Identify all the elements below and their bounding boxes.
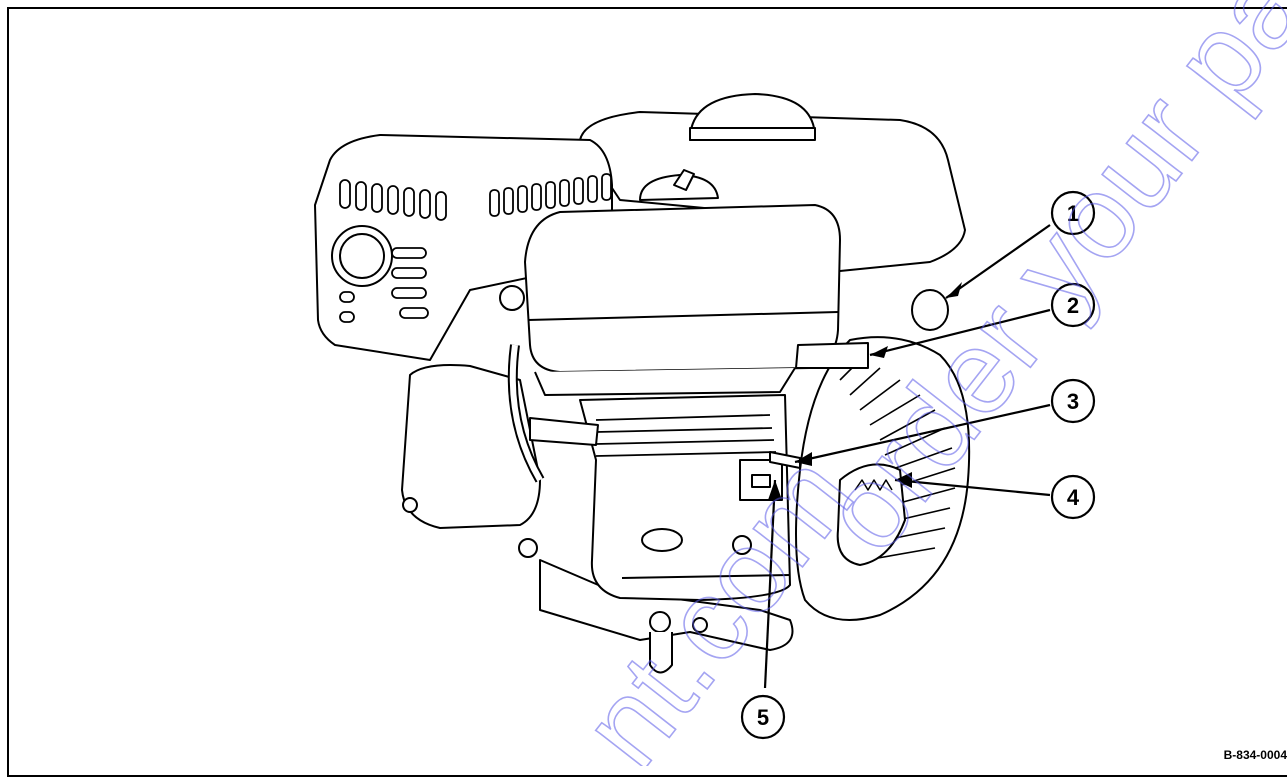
callout-3: 3 xyxy=(1050,378,1096,424)
fuel-valve-knob xyxy=(499,285,525,311)
watermark-text: order your pa xyxy=(796,0,1287,576)
leader-4 xyxy=(894,478,1051,497)
callout-1-label: 1 xyxy=(1067,201,1079,226)
callout-2: 2 xyxy=(1050,282,1096,328)
leader-2 xyxy=(869,308,1051,357)
fuel-tank xyxy=(579,111,966,273)
leader-5 xyxy=(763,479,777,689)
figure-code: B-834-0004 xyxy=(1223,748,1287,762)
callout-4: 4 xyxy=(1050,474,1096,520)
leader-1 xyxy=(945,224,1051,299)
callout-4-label: 4 xyxy=(1067,485,1080,510)
air-filter-housing xyxy=(524,204,841,373)
leader-3 xyxy=(794,403,1051,464)
callout-1: 1 xyxy=(1050,190,1096,236)
throttle-knob xyxy=(911,289,949,331)
crankcase xyxy=(539,559,794,651)
callout-2-label: 2 xyxy=(1067,293,1079,318)
control-lever xyxy=(795,342,869,369)
callout-3-label: 3 xyxy=(1067,389,1079,414)
callout-5: 5 xyxy=(740,694,786,740)
callout-5-label: 5 xyxy=(757,705,769,730)
